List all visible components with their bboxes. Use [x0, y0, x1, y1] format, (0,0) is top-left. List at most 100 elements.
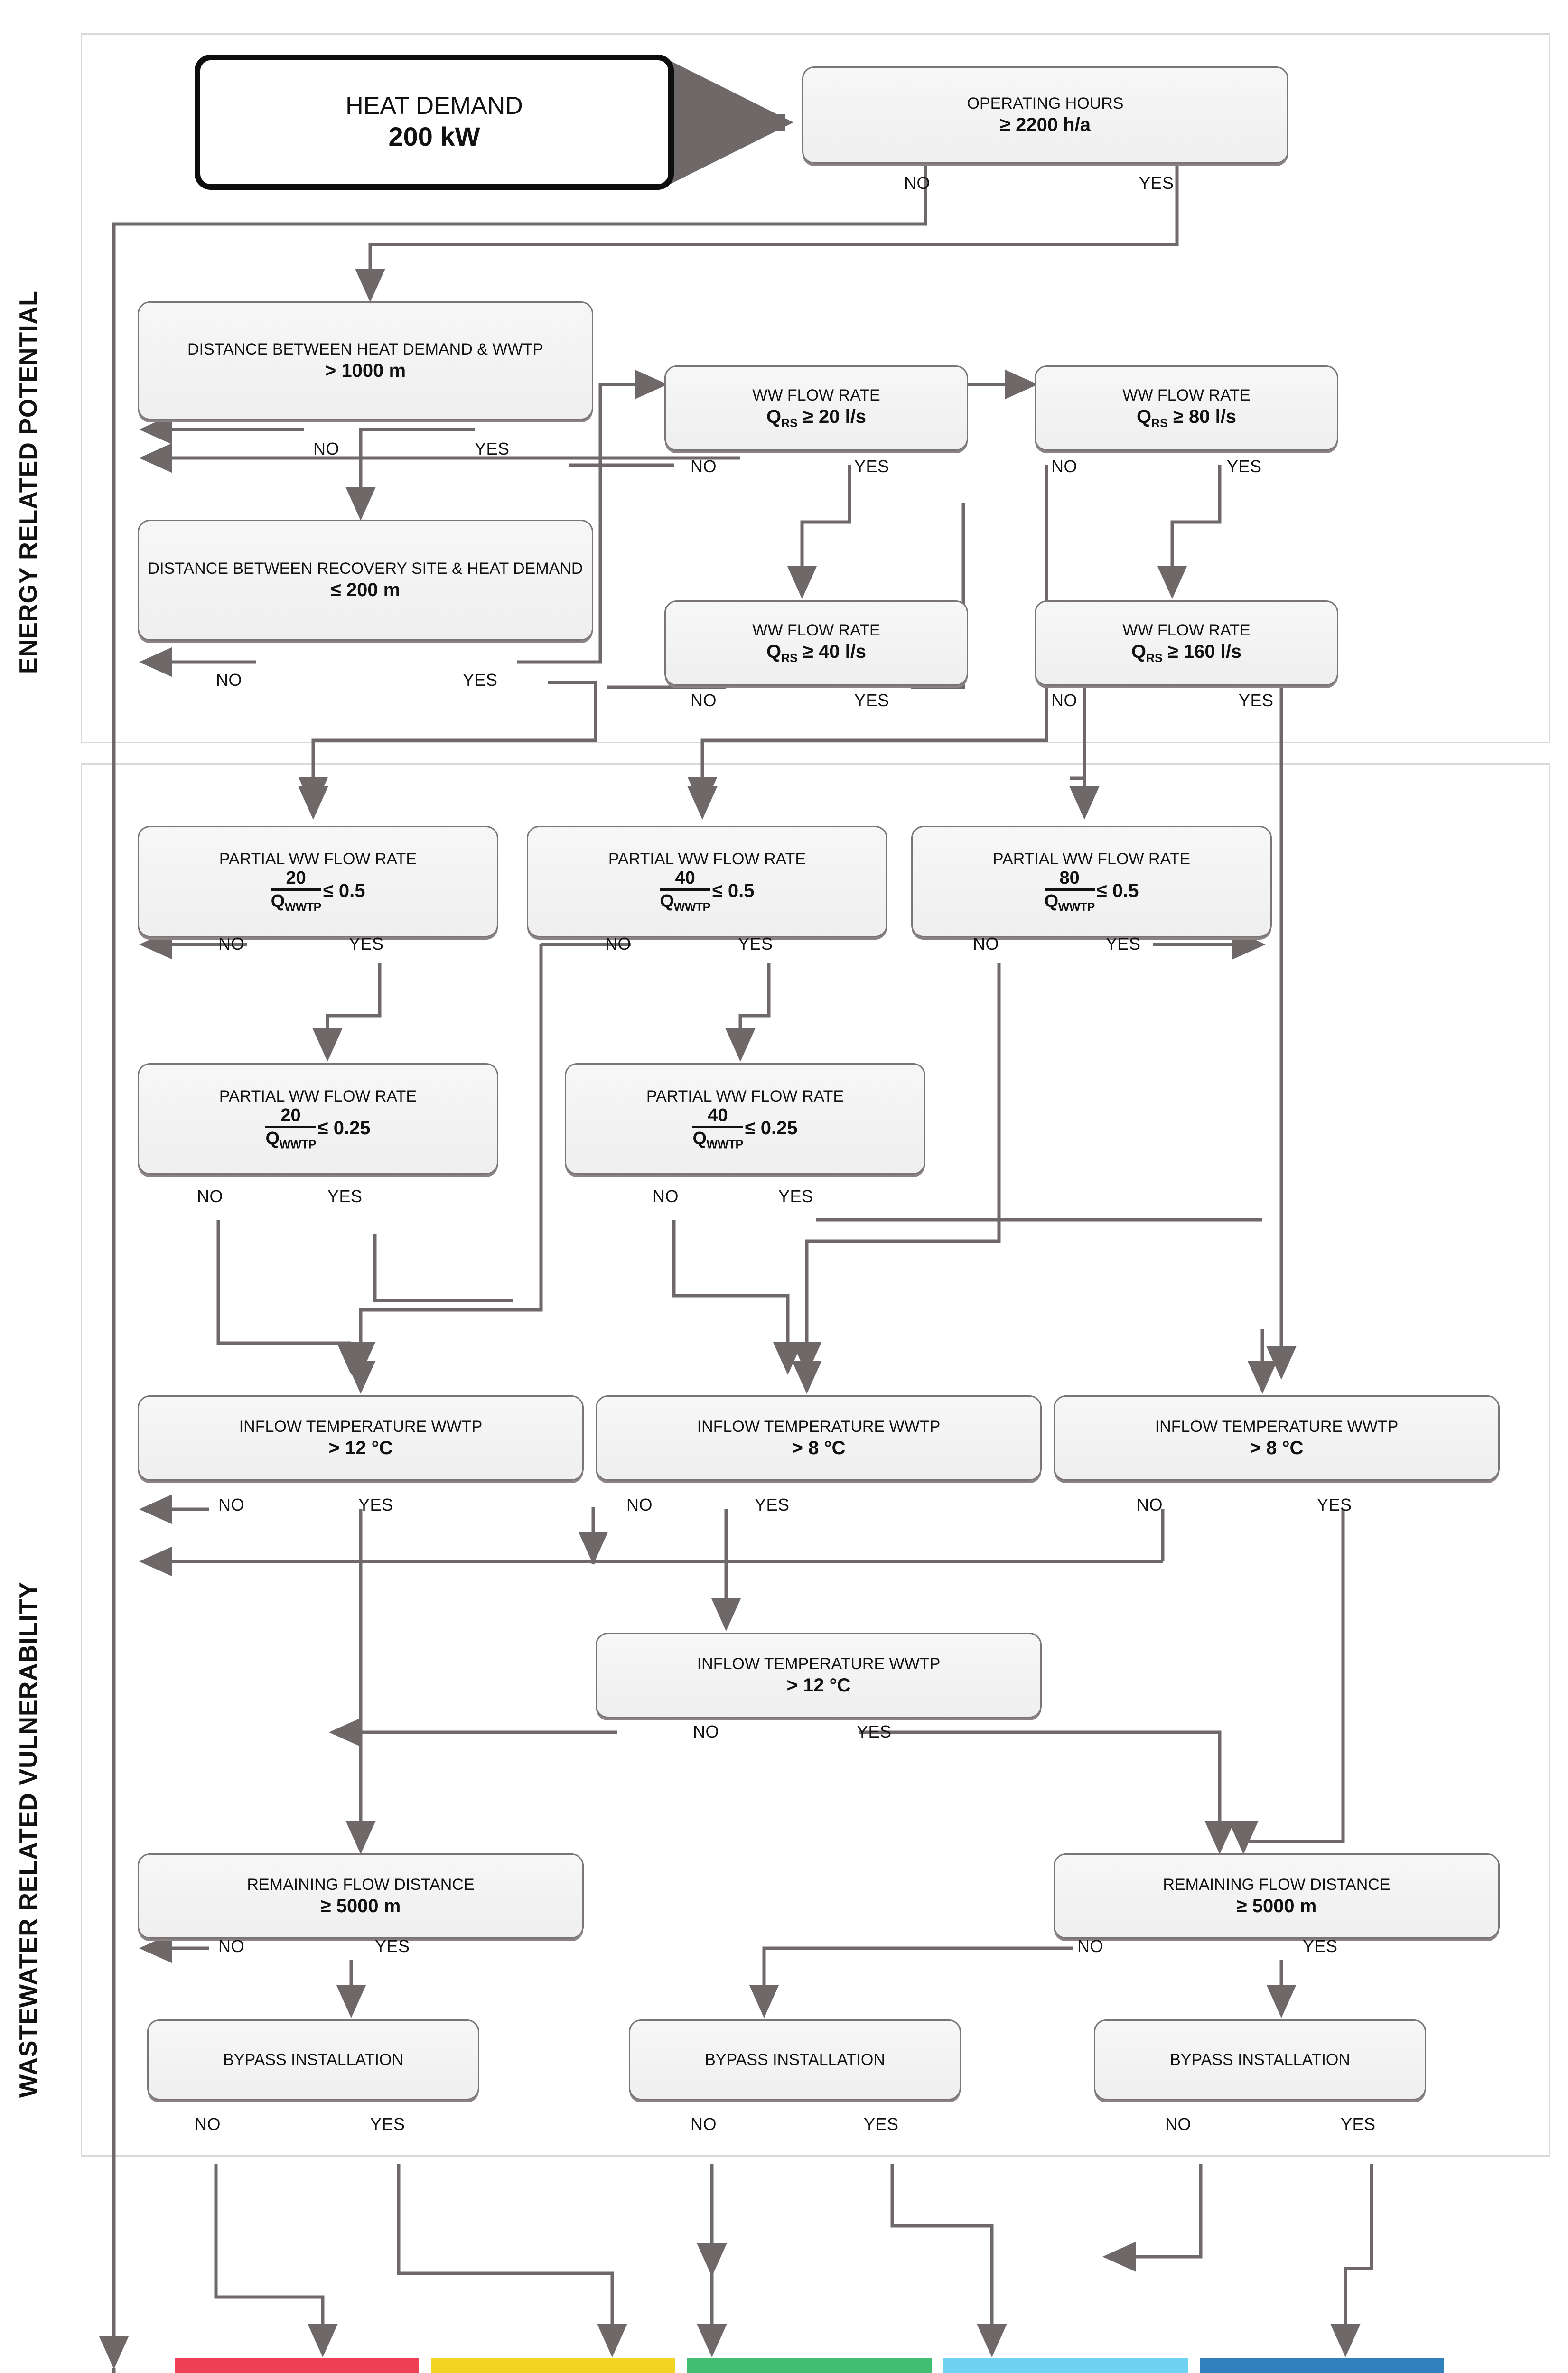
node-remaining-distance-left-line2: ≥ 5000 m: [320, 1895, 401, 1916]
node-inflow-temp-8-mid-line2: > 8 °C: [792, 1437, 846, 1458]
node-ww-flow-80[interactable]: WW FLOW RATE QRS ≥ 80 l/s: [1035, 365, 1338, 451]
label-yes-partial-40-025: YES: [778, 1186, 813, 1206]
q-rhs: ≥ 80 l/s: [1167, 406, 1237, 428]
node-bypass-left-line1: BYPASS INSTALLATION: [223, 2050, 403, 2069]
node-remaining-distance-right[interactable]: REMAINING FLOW DISTANCE ≥ 5000 m: [1054, 1853, 1500, 1939]
node-inflow-temp-8-mid[interactable]: INFLOW TEMPERATURE WWTP > 8 °C: [596, 1395, 1042, 1481]
denominator-subscript: WWTP: [284, 900, 322, 914]
section-label-energy: ENERGY RELATED POTENTIAL: [15, 290, 42, 674]
node-partial-20-05-line1: PARTIAL WW FLOW RATE: [219, 850, 417, 868]
node-partial-40-05-line1: PARTIAL WW FLOW RATE: [608, 850, 806, 868]
label-no-inflow-temp-12-left: NO: [218, 1495, 244, 1514]
node-ww-flow-20[interactable]: WW FLOW RATE QRS ≥ 20 l/s: [664, 365, 968, 451]
result-tile-most-suitable[interactable]: most suitable: [1200, 2358, 1444, 2373]
start-node-line1: HEAT DEMAND: [345, 92, 523, 120]
label-no-inflow-temp-8-right: NO: [1137, 1495, 1163, 1514]
node-bypass-mid[interactable]: BYPASS INSTALLATION: [629, 2019, 961, 2100]
node-ww-flow-80-line1: WW FLOW RATE: [1122, 386, 1251, 404]
node-remaining-distance-right-line1: REMAINING FLOW DISTANCE: [1163, 1875, 1391, 1894]
denominator-subscript: WWTP: [1058, 900, 1095, 914]
label-no-inflow-temp-12-mid: NO: [693, 1722, 719, 1741]
fraction-partial-40-025: 40 QWWTP ≤ 0.25: [692, 1106, 798, 1151]
node-ww-flow-160-line1: WW FLOW RATE: [1122, 621, 1251, 639]
fraction-denominator: QWWTP: [660, 891, 711, 914]
fraction-denominator: QWWTP: [692, 1128, 743, 1151]
node-remaining-distance-left[interactable]: REMAINING FLOW DISTANCE ≥ 5000 m: [138, 1853, 584, 1939]
node-inflow-temp-12-mid-line1: INFLOW TEMPERATURE WWTP: [697, 1654, 941, 1673]
node-partial-20-05[interactable]: PARTIAL WW FLOW RATE 20 QWWTP ≤ 0.5: [138, 826, 498, 937]
label-no-ww-flow-80: NO: [1051, 457, 1077, 476]
node-partial-40-025[interactable]: PARTIAL WW FLOW RATE 40 QWWTP ≤ 0.25: [565, 1063, 925, 1175]
node-bypass-right-line1: BYPASS INSTALLATION: [1170, 2050, 1350, 2069]
result-tile-not-suitable[interactable]: not suitable: [175, 2358, 419, 2373]
label-no-distance-rs-hd: NO: [216, 670, 242, 690]
label-no-remaining-distance-right: NO: [1077, 1936, 1103, 1956]
start-node-heat-demand[interactable]: HEAT DEMAND 200 kW: [195, 55, 674, 190]
label-yes-inflow-temp-8-right: YES: [1317, 1495, 1352, 1514]
label-no-partial-20-05: NO: [218, 934, 244, 953]
label-yes-distance-hd-wwtp: YES: [475, 439, 510, 458]
fraction-denominator: QWWTP: [1044, 891, 1095, 914]
label-yes-operating-hours: YES: [1139, 173, 1174, 193]
fraction: 20 QWWTP: [265, 1106, 316, 1151]
label-yes-inflow-temp-12-left: YES: [358, 1495, 393, 1514]
q-symbol: Q: [766, 406, 782, 428]
fraction-numerator: 40: [675, 868, 695, 888]
label-no-ww-flow-160: NO: [1051, 691, 1077, 710]
node-bypass-left[interactable]: BYPASS INSTALLATION: [147, 2019, 479, 2100]
label-no-distance-hd-wwtp: NO: [313, 439, 339, 458]
fraction: 40 QWWTP: [692, 1106, 743, 1151]
fraction-partial-80-05: 80 QWWTP ≤ 0.5: [1044, 868, 1139, 914]
node-distance-rs-hd-line2: ≤ 200 m: [330, 579, 401, 601]
result-tile-very-suitable[interactable]: very suitable: [943, 2358, 1188, 2373]
label-yes-remaining-distance-left: YES: [375, 1936, 410, 1956]
q-symbol: Q: [1136, 406, 1152, 428]
fraction-rhs: ≤ 0.25: [745, 1118, 798, 1139]
node-ww-flow-40[interactable]: WW FLOW RATE QRS ≥ 40 l/s: [664, 600, 968, 686]
label-yes-ww-flow-20: YES: [854, 457, 889, 476]
fraction-bar: [1044, 888, 1095, 891]
label-yes-partial-80-05: YES: [1106, 934, 1141, 953]
label-no-ww-flow-20: NO: [691, 457, 717, 476]
q-subscript: RS: [781, 417, 798, 430]
node-partial-40-025-line1: PARTIAL WW FLOW RATE: [646, 1087, 844, 1105]
result-tile-suitable[interactable]: suitable: [687, 2358, 932, 2373]
q-subscript: RS: [781, 652, 798, 665]
label-no-partial-20-025: NO: [197, 1186, 223, 1206]
node-distance-hd-wwtp[interactable]: DISTANCE BETWEEN HEAT DEMAND & WWTP > 10…: [138, 301, 593, 420]
label-no-partial-40-05: NO: [605, 934, 631, 953]
node-inflow-temp-8-mid-line1: INFLOW TEMPERATURE WWTP: [697, 1417, 941, 1436]
fraction-bar: [660, 888, 710, 891]
fraction: 80 QWWTP: [1044, 868, 1095, 914]
node-inflow-temp-12-mid[interactable]: INFLOW TEMPERATURE WWTP > 12 °C: [596, 1633, 1042, 1718]
label-yes-partial-20-05: YES: [349, 934, 384, 953]
fraction-numerator: 20: [280, 1105, 301, 1125]
denominator-subscript: WWTP: [673, 900, 711, 914]
node-partial-20-025[interactable]: PARTIAL WW FLOW RATE 20 QWWTP ≤ 0.25: [138, 1063, 498, 1175]
q-rhs: ≥ 40 l/s: [797, 641, 867, 663]
node-inflow-temp-8-right[interactable]: INFLOW TEMPERATURE WWTP > 8 °C: [1054, 1395, 1500, 1481]
node-inflow-temp-12-left[interactable]: INFLOW TEMPERATURE WWTP > 12 °C: [138, 1395, 584, 1481]
node-distance-rs-hd[interactable]: DISTANCE BETWEEN RECOVERY SITE & HEAT DE…: [138, 520, 593, 641]
node-partial-20-025-line1: PARTIAL WW FLOW RATE: [219, 1087, 417, 1105]
node-ww-flow-160-line2: QRS ≥ 160 l/s: [1131, 641, 1241, 665]
q-subscript: RS: [1151, 417, 1168, 430]
label-yes-distance-rs-hd: YES: [463, 670, 498, 690]
node-operating-hours-line2: ≥ 2200 h/a: [1000, 114, 1091, 136]
fraction-numerator: 80: [1059, 868, 1080, 888]
label-no-inflow-temp-8-mid: NO: [626, 1495, 653, 1514]
fraction-partial-20-05: 20 QWWTP ≤ 0.5: [271, 869, 365, 914]
fraction-numerator: 40: [708, 1105, 728, 1125]
node-distance-hd-wwtp-line2: > 1000 m: [325, 360, 406, 381]
node-partial-80-05[interactable]: PARTIAL WW FLOW RATE 80 QWWTP ≤ 0.5: [911, 826, 1272, 937]
label-no-partial-80-05: NO: [973, 934, 999, 953]
label-no-operating-hours: NO: [904, 173, 930, 193]
label-yes-partial-40-05: YES: [738, 934, 773, 953]
node-partial-40-05[interactable]: PARTIAL WW FLOW RATE 40 QWWTP ≤ 0.5: [527, 826, 887, 937]
node-bypass-right[interactable]: BYPASS INSTALLATION: [1094, 2019, 1426, 2100]
label-yes-ww-flow-160: YES: [1239, 691, 1274, 710]
result-tile-less-suitable[interactable]: less suitable: [431, 2358, 675, 2373]
node-ww-flow-160[interactable]: WW FLOW RATE QRS ≥ 160 l/s: [1035, 600, 1338, 686]
node-operating-hours[interactable]: OPERATING HOURS ≥ 2200 h/a: [802, 66, 1288, 164]
label-yes-bypass-mid: YES: [864, 2114, 899, 2134]
